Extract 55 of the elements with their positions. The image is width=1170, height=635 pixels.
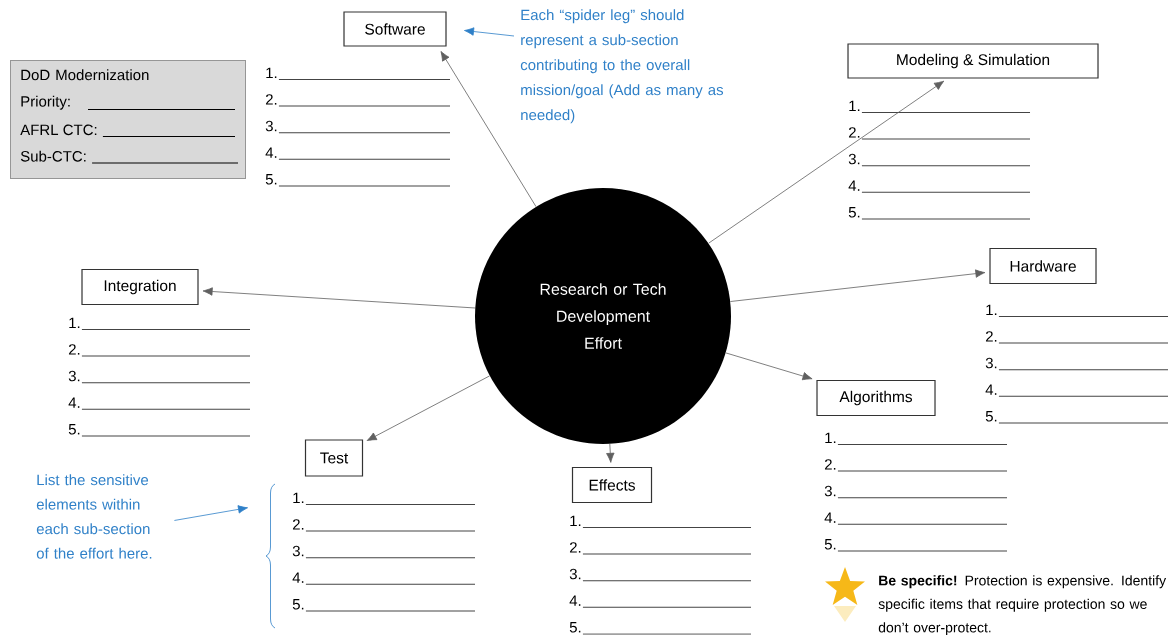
list-number: 4. bbox=[569, 595, 581, 606]
list-number: 5. bbox=[265, 174, 277, 185]
arrow bbox=[366, 375, 491, 441]
list-number: 3. bbox=[265, 120, 277, 132]
section-box: Test bbox=[304, 439, 364, 477]
list-number: 5. bbox=[68, 424, 80, 435]
list-number: 4. bbox=[848, 180, 860, 191]
list-number: 3. bbox=[848, 153, 860, 165]
section-box: Integration bbox=[81, 268, 199, 306]
list-number: 4. bbox=[985, 384, 997, 395]
arrow bbox=[606, 443, 615, 463]
list-number: 3. bbox=[68, 370, 80, 382]
list-number: 2. bbox=[569, 542, 581, 553]
list-number: 1. bbox=[69, 317, 80, 328]
list-number: 1. bbox=[825, 432, 836, 443]
list-number: 2. bbox=[265, 94, 277, 105]
list-number: 5. bbox=[824, 539, 836, 550]
note-text: Each “spider leg” should represent a sub-section contributing to the overall mission/goal (Add as many as needed) bbox=[520, 9, 724, 124]
list-number: 1. bbox=[849, 100, 860, 111]
list-number: 3. bbox=[985, 357, 997, 369]
section-box: Algorithms bbox=[816, 379, 936, 417]
list-number: 1. bbox=[570, 515, 581, 526]
info-box: DoD Modernization Priority: AFRL CTC: Sub-CTC: bbox=[10, 60, 246, 179]
list-number: 4. bbox=[265, 147, 277, 158]
arrow bbox=[202, 287, 476, 309]
list-number: 1. bbox=[986, 304, 997, 315]
note-text: List the sensitive elements within each sub-section of the effort here. bbox=[36, 474, 152, 559]
list-number: 2. bbox=[292, 519, 304, 530]
arrow bbox=[464, 27, 515, 37]
list-number: 2. bbox=[848, 127, 860, 138]
list-number: 2. bbox=[985, 331, 997, 342]
list-number: 2. bbox=[68, 344, 80, 355]
arrow bbox=[730, 269, 986, 302]
list-number: 5. bbox=[292, 599, 304, 610]
list-number: 5. bbox=[569, 622, 581, 633]
section-box: Software bbox=[343, 11, 447, 47]
section-box: Effects bbox=[571, 466, 653, 504]
arrow bbox=[725, 352, 813, 381]
list-number: 3. bbox=[569, 568, 581, 580]
list-number: 3. bbox=[824, 485, 836, 497]
list-number: 1. bbox=[293, 492, 304, 503]
list-number: 5. bbox=[985, 411, 997, 422]
list-number: 3. bbox=[292, 545, 304, 557]
list-number: 4. bbox=[68, 397, 80, 408]
list-number: 5. bbox=[848, 207, 860, 218]
section-box: Hardware bbox=[989, 247, 1097, 285]
section-box: Modeling & Simulation bbox=[847, 43, 1099, 79]
list-number: 2. bbox=[824, 459, 836, 470]
list-number: 1. bbox=[266, 67, 277, 78]
list-number: 4. bbox=[292, 572, 304, 583]
list-number: 4. bbox=[824, 512, 836, 523]
arrow bbox=[440, 51, 537, 208]
arrow bbox=[708, 80, 945, 244]
tip-text: Be specific! Protection is expensive. Identify specific items that require protection so we don’t over-protect. bbox=[878, 575, 1167, 635]
arrow bbox=[174, 505, 248, 521]
